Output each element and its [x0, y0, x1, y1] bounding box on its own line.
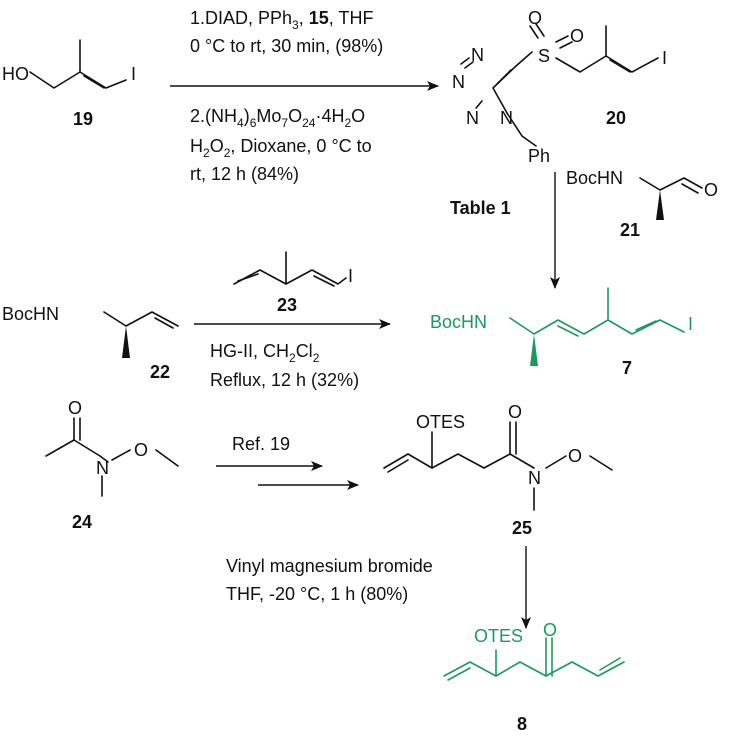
compound-23: I 23 — [233, 251, 353, 315]
c19-hydroxyl-label: HO — [2, 64, 29, 84]
step4-reference: Ref. 19 — [232, 434, 290, 454]
step2-table-reference: Table 1 — [450, 198, 511, 218]
c20-sulfur-label: S — [538, 46, 550, 66]
compound-22: BocHN 22 — [2, 304, 179, 382]
compound-number-8: 8 — [517, 714, 527, 734]
c25-carbonyl-oxygen: O — [508, 402, 522, 422]
compound-24: O N O 24 — [45, 398, 179, 532]
compound-21: BocHN O 21 — [566, 168, 718, 240]
c25-methoxy-oxygen: O — [568, 446, 582, 466]
c25-nitrogen-label: N — [528, 468, 541, 488]
step-3-conditions: HG-II, CH2Cl2 Reflux, 12 h (32%) — [194, 319, 391, 390]
c7-bochn-label: BocHN — [430, 312, 487, 332]
c20-sulfonyl-oxygen-top: O — [528, 8, 542, 28]
c20-tetrazole-n4: N — [500, 108, 513, 128]
compound-number-21: 21 — [620, 220, 640, 240]
compound-number-20: 20 — [606, 108, 626, 128]
step-1-conditions: 1.DIAD, PPh3, 15, THF 0 °C to rt, 30 min… — [170, 8, 439, 184]
step1-line5: rt, 12 h (84%) — [190, 164, 299, 184]
compound-number-23: 23 — [277, 295, 297, 315]
step3-line2: Reflux, 12 h (32%) — [210, 370, 359, 390]
c21-aldehyde-oxygen: O — [704, 180, 718, 200]
c21-bochn-label: BocHN — [566, 168, 623, 188]
c20-iodine-label: I — [662, 48, 667, 68]
c23-iodine-label: I — [348, 266, 353, 286]
compound-7: BocHN I 7 — [430, 287, 693, 378]
c20-sulfonyl-oxygen-right: O — [570, 26, 584, 46]
c8-carbonyl-oxygen: O — [543, 620, 557, 640]
c20-tetrazole-n3: N — [466, 108, 479, 128]
step3-line1: HG-II, CH2Cl2 — [210, 341, 320, 365]
compound-number-25: 25 — [512, 518, 532, 538]
compound-number-22: 22 — [150, 362, 170, 382]
step5-line1: Vinyl magnesium bromide — [226, 556, 433, 576]
c22-bochn-label: BocHN — [2, 304, 59, 324]
c20-phenyl-label: Ph — [528, 146, 550, 166]
compound-25: OTES O N O 25 — [383, 402, 613, 538]
compound-20: O O S N N N N Ph I 20 — [452, 8, 667, 166]
step1-line2: 0 °C to rt, 30 min, (98%) — [190, 36, 383, 56]
c24-carbonyl-oxygen: O — [68, 398, 82, 418]
compound-number-24: 24 — [72, 512, 92, 532]
c8-otes-label: OTES — [474, 626, 523, 646]
c24-methoxy-oxygen: O — [134, 440, 148, 460]
step5-line2: THF, -20 °C, 1 h (80%) — [226, 584, 408, 604]
step1-line4: H2O2, Dioxane, 0 °C to — [190, 136, 372, 160]
compound-number-19: 19 — [73, 109, 93, 129]
compound-8: OTES O 8 — [443, 620, 625, 734]
c25-otes-label: OTES — [416, 412, 465, 432]
c19-iodine-label: I — [131, 64, 136, 84]
compound-number-7: 7 — [622, 358, 632, 378]
step-5-conditions: Vinyl magnesium bromide THF, -20 °C, 1 h… — [226, 546, 531, 629]
step-4-conditions: Ref. 19 — [216, 434, 359, 490]
step-2-conditions: Table 1 — [450, 172, 560, 289]
step1-line1: 1.DIAD, PPh3, 15, THF — [190, 8, 373, 32]
c7-iodine-label: I — [688, 314, 693, 334]
c20-tetrazole-n1: N — [471, 45, 484, 65]
c24-nitrogen-label: N — [96, 458, 109, 478]
step1-line3: 2.(NH4)6Mo7O24·4H2O — [190, 106, 365, 130]
c20-tetrazole-n2: N — [452, 72, 465, 92]
compound-19: HO I 19 — [2, 39, 136, 129]
